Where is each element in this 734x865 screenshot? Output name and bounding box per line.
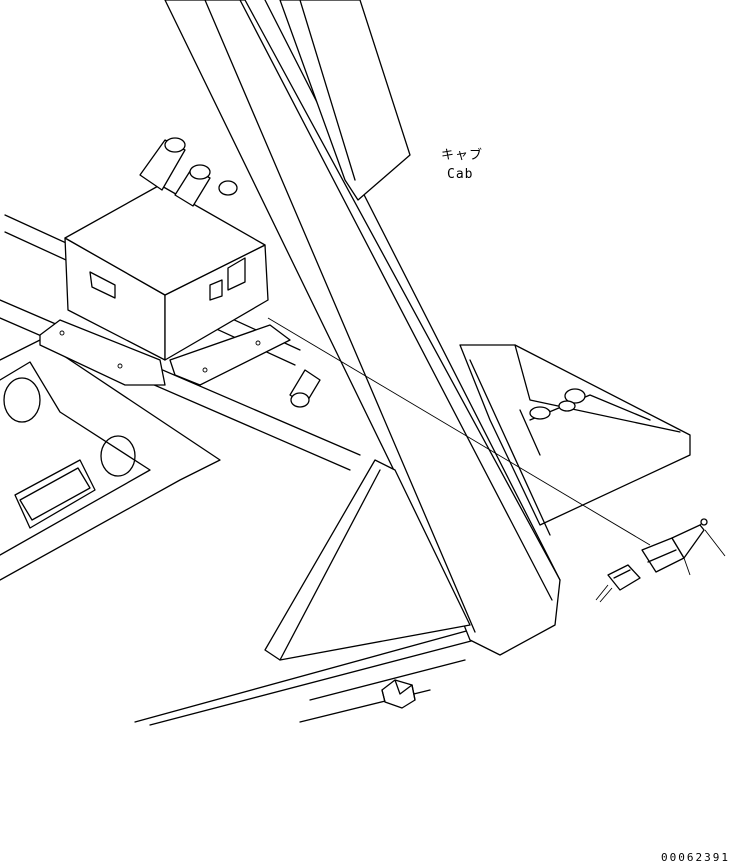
leader-line	[267, 317, 651, 546]
connector-assembly	[595, 518, 726, 603]
drawing-number: 00062391	[661, 851, 730, 864]
right-bracket	[459, 344, 691, 536]
floor-panel-left	[0, 339, 221, 581]
bracket-box	[39, 184, 291, 386]
pipes	[139, 137, 321, 408]
gusset	[264, 459, 471, 661]
nut	[381, 679, 416, 709]
cab-pillar	[164, 0, 561, 656]
cab-label-english: Cab	[447, 167, 474, 182]
cab-label-japanese: キャブ	[441, 148, 484, 163]
